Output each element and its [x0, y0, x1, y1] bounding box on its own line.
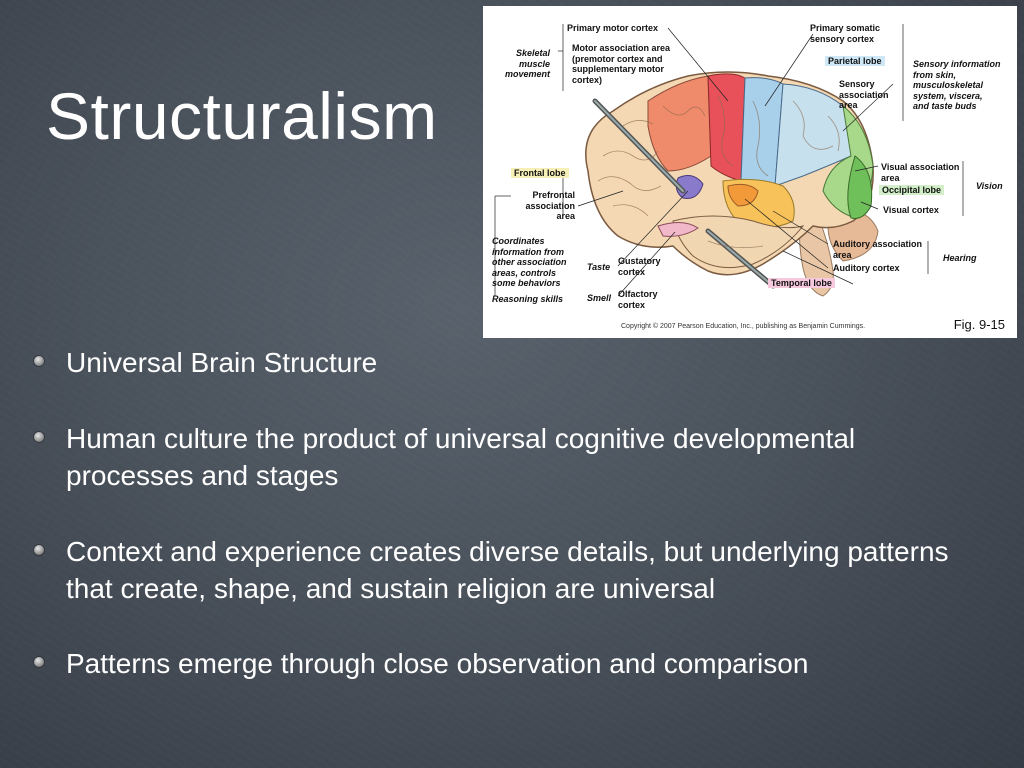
label-frontal-lobe: Frontal lobe — [511, 168, 569, 179]
label-skeletal-muscle-movement: Skeletal muscle movement — [504, 48, 550, 79]
primary-motor-region — [707, 73, 746, 182]
brain-figure: Primary motor cortex Motor association a… — [483, 6, 1017, 338]
label-vision: Vision — [976, 181, 1003, 191]
label-primary-motor-cortex: Primary motor cortex — [567, 23, 659, 33]
temporal-lower-region — [672, 215, 805, 269]
bullet-text: Human culture the product of universal c… — [66, 423, 856, 491]
label-reasoning-skills: Reasoning skills — [492, 294, 564, 304]
label-taste: Taste — [587, 262, 611, 272]
bullet-icon — [34, 432, 44, 442]
bullet-icon — [34, 545, 44, 555]
bullet-icon — [34, 356, 44, 366]
label-visual-association-area: Visual association area — [881, 162, 960, 183]
olfactory-region — [657, 222, 699, 237]
motor-association-area — [647, 75, 712, 172]
brain-illustration — [494, 24, 964, 297]
slide-title: Structuralism — [46, 79, 438, 153]
label-visual-cortex: Visual cortex — [883, 205, 939, 215]
figure-number: Fig. 9-15 — [953, 317, 1005, 332]
bullet-text: Context and experience creates diverse d… — [66, 536, 949, 604]
label-gustatory-cortex: Gustatory cortex — [618, 256, 661, 277]
label-primary-somatic-sensory-cortex: Primary somatic sensory cortex — [810, 23, 881, 44]
label-motor-association-area: Motor association area (premotor cortex … — [572, 43, 671, 85]
bullet-icon — [34, 657, 44, 667]
auditory-cortex-region — [727, 183, 759, 207]
label-prefrontal-association-area: Prefrontal association area — [525, 190, 575, 221]
bullet-text: Universal Brain Structure — [66, 347, 378, 378]
label-sensory-information: Sensory information from skin, musculosk… — [913, 59, 1001, 111]
figure-copyright: Copyright © 2007 Pearson Education, Inc.… — [621, 323, 866, 330]
label-coordinates: Coordinates information from other assoc… — [492, 236, 567, 288]
label-auditory-cortex: Auditory cortex — [833, 263, 900, 273]
bullet-text: Patterns emerge through close observatio… — [66, 648, 809, 679]
label-sensory-association-area: Sensory association area — [839, 79, 889, 110]
label-hearing: Hearing — [943, 253, 977, 263]
label-auditory-association-area: Auditory association area — [833, 239, 923, 260]
label-parietal-lobe: Parietal lobe — [825, 56, 885, 67]
visual-cortex-region — [847, 155, 873, 219]
label-temporal-lobe: Temporal lobe — [768, 278, 835, 289]
label-occipital-lobe: Occipital lobe — [879, 185, 945, 196]
label-olfactory-cortex: Olfactory cortex — [618, 289, 658, 310]
label-smell: Smell — [587, 293, 612, 303]
